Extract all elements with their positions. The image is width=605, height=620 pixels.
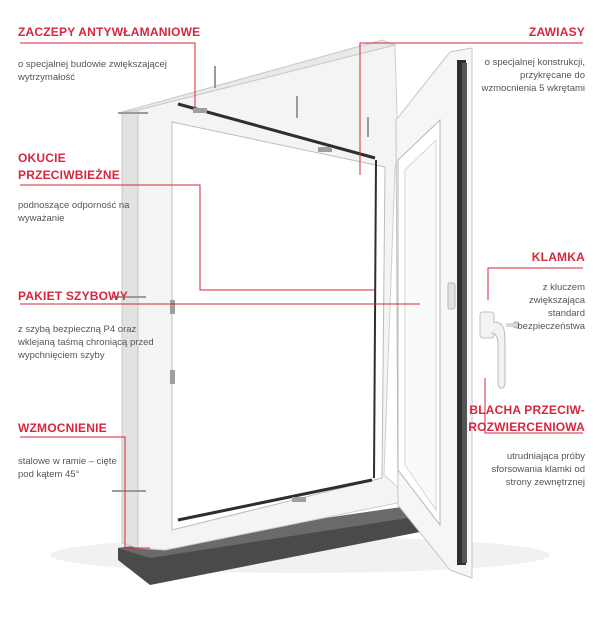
bottom-gasket	[177, 478, 373, 522]
callout-blacha-desc: utrudniająca próby sforsowania klamki od…	[491, 451, 585, 488]
handle-illustration	[479, 311, 520, 389]
side-gasket	[373, 159, 377, 479]
callout-zaczepy-title: ZACZEPY ANTYWŁAMANIOWE	[18, 25, 201, 39]
frame-top	[121, 39, 397, 113]
leader-lines	[20, 42, 583, 549]
callout-klamka-desc: z kluczem zwiększająca standard bezpiecz…	[517, 282, 585, 332]
callout-okucie-title-1: OKUCIE	[18, 151, 66, 165]
callout-blacha-title-1: BLACHA PRZECIW-	[469, 403, 585, 417]
sash-glass-inner	[404, 138, 437, 512]
strikers	[170, 108, 332, 502]
sash-edge-metal	[462, 63, 467, 563]
callout-pakiet-title: PAKIET SZYBOWY	[18, 289, 128, 303]
callout-okucie-desc: podnoszące odporność na wyważanie	[18, 200, 130, 224]
callout-zaczepy-desc: o specjalnej budowie zwiększającej wytrz…	[18, 59, 167, 83]
callout-klamka-title: KLAMKA	[531, 250, 585, 264]
sash-handle	[447, 282, 456, 310]
callout-blacha-title-2: ROZWIERCENIOWA	[468, 420, 585, 434]
callout-pakiet-desc: z szybą bezpieczną P4 oraz wklejaną taśm…	[18, 324, 154, 361]
top-gasket	[177, 102, 376, 160]
callout-wzmocnienie-desc: stalowe w ramie – cięte pod kątem 45°	[18, 456, 117, 480]
window-sill-top	[118, 505, 440, 558]
sash-edge-gasket	[457, 60, 466, 565]
callout-zawiasy-desc: o specjalnej konstrukcji, przykręcane do…	[481, 57, 585, 94]
callout-wzmocnienie-title: WZMOCNIENIE	[18, 421, 107, 435]
callout-zawiasy-title: ZAWIASY	[528, 25, 585, 39]
frame-opening	[171, 121, 386, 531]
anchor-pins	[112, 66, 369, 492]
callout-okucie-title-2: PRZECIWBIEŻNE	[18, 168, 120, 182]
